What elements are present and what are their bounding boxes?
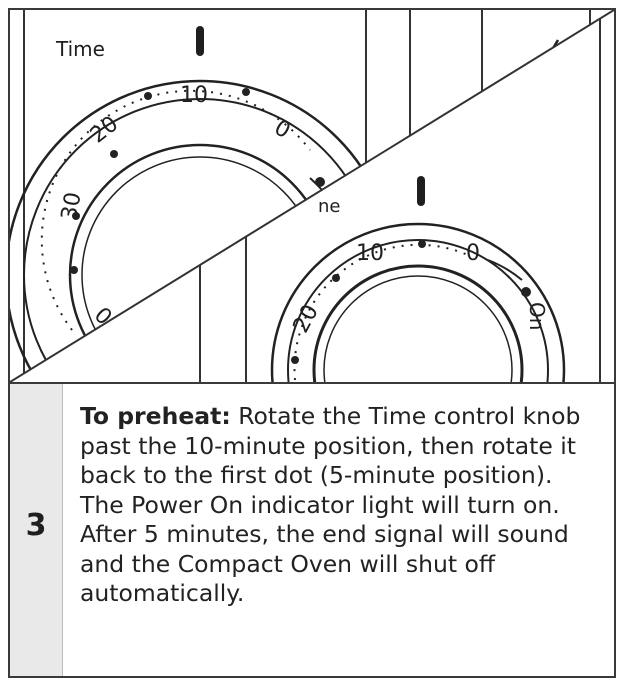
step-instructions: To preheat: Rotate the Time control knob… <box>80 402 600 609</box>
dial-mark-0-detail: 0 <box>466 241 480 266</box>
knob-indicator-mark <box>196 26 204 56</box>
step-number: 3 <box>25 508 47 543</box>
dial-mark-20: 20 <box>86 111 123 148</box>
knob-indicator-mark-detail <box>417 176 425 206</box>
dial-mark-10: 10 <box>180 83 208 108</box>
step-body: Rotate the Time control knob past the 10… <box>80 402 581 607</box>
step-lead: To preheat: <box>80 402 231 430</box>
time-knob-detail[interactable] <box>312 264 524 382</box>
instruction-card: Time 10 20 30 40 0 300 <box>8 8 616 678</box>
dial-on-label: On <box>525 302 549 330</box>
partial-label: ne <box>318 196 340 217</box>
dial-mark-0: 0 <box>270 115 295 144</box>
dial-mark-30: 30 <box>57 190 86 222</box>
split-divider <box>10 10 614 382</box>
step-row: 3 To preheat: Rotate the Time control kn… <box>10 382 614 676</box>
knob-illustration: Time 10 20 30 40 0 300 <box>10 10 614 382</box>
dial-mark-10-detail: 10 <box>356 241 384 266</box>
knob-label: Time <box>55 37 105 61</box>
step-number-column: 3 <box>10 384 63 676</box>
